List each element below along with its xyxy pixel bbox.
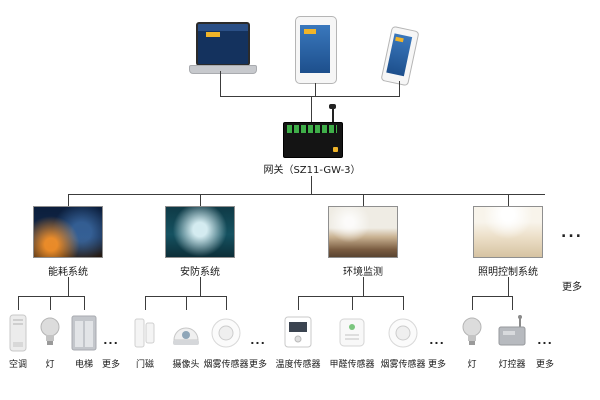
connector-line (472, 296, 512, 297)
connector-line (352, 296, 353, 310)
smoke-sensor-icon (387, 317, 419, 349)
connector-line (50, 296, 51, 310)
connector-line (311, 176, 312, 194)
door-contact-icon (133, 317, 157, 349)
laptop-keyboard-base (189, 65, 257, 74)
more-devices-ellipsis: ... (103, 334, 119, 347)
tablet-screen-header (304, 29, 316, 34)
formaldehyde-sensor-icon (339, 316, 365, 348)
lighting-system-photo (473, 206, 543, 258)
smartphone-icon (380, 25, 420, 87)
connector-line (220, 71, 221, 96)
device-label: 电梯 (74, 360, 94, 370)
light-bulb-icon (39, 316, 61, 352)
connector-line (311, 96, 312, 122)
connector-line (145, 296, 226, 297)
connector-line (220, 96, 400, 97)
connector-line (512, 296, 513, 310)
system-label-lighting: 照明控制系统 (478, 267, 538, 278)
connector-line (186, 296, 187, 310)
more-devices-label: 更多 (427, 360, 447, 370)
security-system-photo (165, 206, 235, 258)
gateway-antenna-tip (329, 104, 336, 109)
device-label: 灯控器 (498, 360, 526, 370)
elevator-icon (71, 315, 97, 351)
device-label: 烟雾传感器 (380, 360, 426, 370)
connector-line (18, 296, 19, 310)
energy-system-photo (33, 206, 103, 258)
connector-line (145, 296, 146, 310)
gateway-antenna (332, 108, 334, 123)
temperature-sensor-icon (284, 316, 312, 348)
system-label-energy: 能耗系统 (48, 267, 88, 278)
gateway-terminal-strip (287, 125, 337, 133)
device-label: 烟雾传感器 (203, 360, 249, 370)
connector-line (399, 81, 400, 96)
device-label: 摄像头 (172, 360, 200, 370)
connector-line (315, 83, 316, 96)
more-devices-label: 更多 (101, 360, 121, 370)
laptop-icon (189, 22, 257, 74)
device-label: 灯 (467, 360, 477, 370)
connector-line (298, 296, 403, 297)
connector-line (68, 194, 545, 195)
more-devices-ellipsis: ... (537, 334, 553, 347)
connector-line (68, 194, 69, 206)
connector-line (200, 194, 201, 206)
more-systems-ellipsis: ... (561, 225, 583, 241)
device-label: 空调 (8, 360, 28, 370)
more-devices-ellipsis: ... (250, 334, 266, 347)
laptop-screen (196, 22, 250, 66)
connector-line (363, 277, 364, 296)
gateway-device-icon (283, 122, 343, 158)
gateway-led (333, 147, 338, 152)
connector-line (200, 277, 201, 296)
environment-monitoring-photo (328, 206, 398, 258)
connector-line (18, 296, 84, 297)
device-label: 温度传感器 (275, 360, 321, 370)
connector-line (298, 296, 299, 310)
device-label: 灯 (45, 360, 55, 370)
connector-line (508, 277, 509, 296)
air-conditioner-icon (9, 314, 27, 352)
connector-line (363, 194, 364, 206)
smoke-sensor-icon (210, 317, 242, 349)
connector-line (472, 296, 473, 310)
laptop-screen-header (206, 32, 220, 37)
connector-line (68, 277, 69, 296)
light-controller-icon (496, 314, 528, 348)
connector-line (84, 296, 85, 310)
connector-line (403, 296, 404, 310)
system-label-environment: 环境监测 (343, 267, 383, 278)
more-devices-label: 更多 (248, 360, 268, 370)
light-bulb-icon (461, 316, 483, 352)
more-devices-ellipsis: ... (429, 334, 445, 347)
system-label-security: 安防系统 (180, 267, 220, 278)
more-systems-label: 更多 (562, 282, 582, 293)
connector-line (508, 194, 509, 206)
connector-line (226, 296, 227, 310)
gateway-label: 网关（SZ11-GW-3） (263, 165, 361, 176)
device-label: 甲醛传感器 (329, 360, 375, 370)
device-label: 门磁 (135, 360, 155, 370)
tablet-icon (295, 16, 337, 84)
camera-icon (171, 320, 201, 347)
more-devices-label: 更多 (535, 360, 555, 370)
